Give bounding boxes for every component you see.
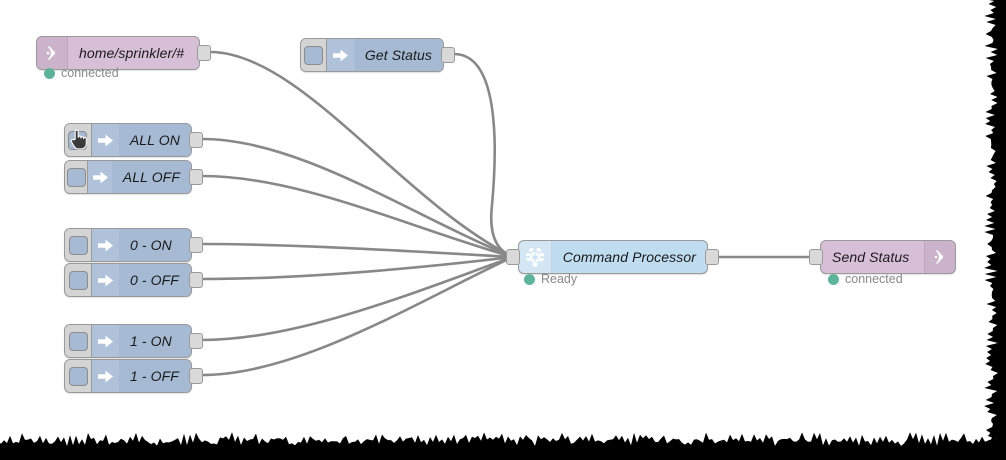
node-label: 0 - OFF [119, 264, 191, 296]
status-dot [44, 67, 55, 79]
inject-trigger-button[interactable] [65, 264, 92, 296]
node-label: Send Status [832, 249, 910, 265]
status-text: connected [61, 66, 119, 80]
inject-button-pad [68, 270, 88, 290]
inject-button-pad [304, 45, 324, 65]
node-send-status[interactable]: Send Status [820, 240, 956, 274]
inject-arrow-icon [88, 161, 112, 193]
node-label: Get Status [353, 39, 443, 71]
inject-button-pad [68, 331, 88, 351]
node-label: home/sprinkler/# [79, 45, 185, 61]
mqtt-antenna-icon [924, 241, 955, 273]
inject-arrow-icon [92, 325, 119, 357]
node-inject-zero-off[interactable]: 0 - OFF [64, 263, 192, 297]
status-mqtt-in: connected [44, 66, 119, 80]
inject-trigger-button[interactable] [65, 161, 89, 193]
inject-button-pad [68, 366, 88, 386]
wire-all-on-to-command-processor[interactable] [200, 137, 515, 259]
port-input-command-processor[interactable] [506, 249, 520, 265]
wire-mqtt-in-to-command-processor[interactable] [208, 50, 515, 259]
inject-trigger-button[interactable] [65, 360, 92, 392]
inject-trigger-button[interactable] [65, 325, 92, 357]
torn-edge-bottom [0, 432, 1006, 460]
torn-edge-right [984, 0, 1006, 460]
inject-trigger-button[interactable] [301, 39, 328, 71]
port-output-mqtt-in[interactable] [197, 45, 211, 61]
inject-button-pad [66, 167, 86, 187]
node-inject-all-on[interactable]: ALL ON [64, 123, 192, 157]
wire-get-status-to-command-processor[interactable] [452, 52, 515, 259]
status-send-status: connected [828, 272, 903, 286]
wire-zero-off-to-command-processor[interactable] [200, 255, 515, 281]
port-output-all-on[interactable] [189, 132, 203, 148]
node-inject-one-off[interactable]: 1 - OFF [64, 359, 192, 393]
wire-zero-on-to-command-processor[interactable] [200, 242, 515, 259]
inject-button-pad [68, 235, 88, 255]
node-command-processor[interactable]: Command Processor [518, 240, 708, 274]
raspberry-pi-icon [519, 241, 552, 273]
port-output-one-off[interactable] [189, 368, 203, 384]
node-label: ALL ON [118, 124, 191, 156]
port-output-get-status[interactable] [441, 47, 455, 63]
inject-arrow-icon [91, 124, 119, 156]
node-label: ALL OFF [111, 161, 191, 193]
node-inject-get-status[interactable]: Get Status [300, 38, 444, 72]
inject-arrow-icon [92, 229, 119, 261]
node-inject-zero-on[interactable]: 0 - ON [64, 228, 192, 262]
mqtt-antenna-icon [37, 37, 68, 69]
wire-all-off-to-command-processor[interactable] [200, 174, 515, 259]
inject-arrow-icon [92, 264, 119, 296]
inject-trigger-button[interactable] [65, 124, 92, 156]
status-text: Ready [541, 272, 578, 286]
wire-one-on-to-command-processor[interactable] [200, 255, 515, 342]
node-label: 0 - ON [119, 229, 191, 261]
port-output-zero-on[interactable] [189, 237, 203, 253]
node-label: 1 - ON [119, 325, 191, 357]
port-output-all-off[interactable] [189, 169, 203, 185]
node-mqtt-in[interactable]: home/sprinkler/# [36, 36, 200, 70]
port-output-command-processor[interactable] [705, 249, 719, 265]
status-text: connected [845, 272, 903, 286]
node-inject-one-on[interactable]: 1 - ON [64, 324, 192, 358]
wire-one-off-to-command-processor[interactable] [200, 255, 515, 377]
inject-arrow-icon [327, 39, 354, 71]
inject-button-pad [68, 130, 88, 150]
inject-arrow-icon [92, 360, 119, 392]
node-label: Command Processor [562, 249, 696, 265]
node-inject-all-off[interactable]: ALL OFF [64, 160, 192, 194]
status-dot [828, 273, 839, 285]
status-dot [524, 273, 535, 285]
port-input-send-status[interactable] [809, 249, 823, 265]
node-label: 1 - OFF [119, 360, 191, 392]
port-output-one-on[interactable] [189, 333, 203, 349]
port-output-zero-off[interactable] [189, 272, 203, 288]
status-command-processor: Ready [524, 272, 577, 286]
inject-trigger-button[interactable] [65, 229, 92, 261]
